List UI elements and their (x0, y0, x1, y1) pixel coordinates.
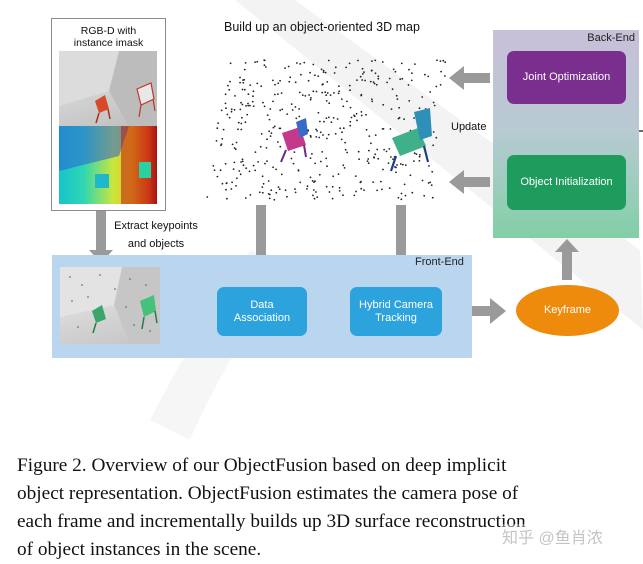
keypoint-image-thumbnail (60, 267, 160, 344)
input-panel-label: RGB-D with instance imask (73, 25, 144, 49)
map-chair-red (280, 118, 308, 163)
arrow-tracking-to-keyframe (446, 298, 506, 324)
frontend-label: Front-End (415, 256, 464, 268)
caption-line: object representation. ObjectFusion esti… (17, 483, 519, 504)
update-label: Update (451, 121, 487, 133)
point-cloud (206, 59, 447, 201)
rgb-image-thumbnail (59, 51, 157, 127)
keyframe-ellipse: Keyframe (516, 285, 619, 336)
joint-optimization-box: Joint Optimization (507, 51, 626, 104)
object-initialization-box: Object Initialization (507, 155, 626, 210)
arrow-init-to-map (449, 170, 490, 194)
arrow-keyframe-to-backend (555, 239, 579, 280)
arrow-joint-to-map (449, 66, 490, 90)
caption-line: Figure 2. Overview of our ObjectFusion b… (17, 455, 507, 476)
caption-line: of object instances in the scene. (17, 539, 262, 560)
hybrid-camera-tracking-box: Hybrid Camera Tracking (350, 287, 442, 336)
data-association-box: Data Association (217, 287, 307, 336)
figure-caption: Figure 2. Overview of our ObjectFusion b… (17, 452, 643, 564)
arrow-input-down (89, 210, 113, 263)
caption-line: each frame and incrementally builds up 3… (17, 511, 526, 532)
map-chair-green (389, 108, 432, 172)
extract-label: Extract keypoints and objects (114, 220, 198, 250)
arrow-map-to-tracking (389, 205, 413, 279)
backend-label: Back-End (587, 32, 635, 44)
watermark-text: 知乎 @鱼肖浓 (500, 524, 605, 548)
arrow-map-to-association (249, 205, 273, 279)
input-panel: RGB-D with instance imask (51, 18, 166, 211)
map-title: Build up an object-oriented 3D map (224, 20, 420, 34)
depth-image-thumbnail (59, 126, 157, 204)
